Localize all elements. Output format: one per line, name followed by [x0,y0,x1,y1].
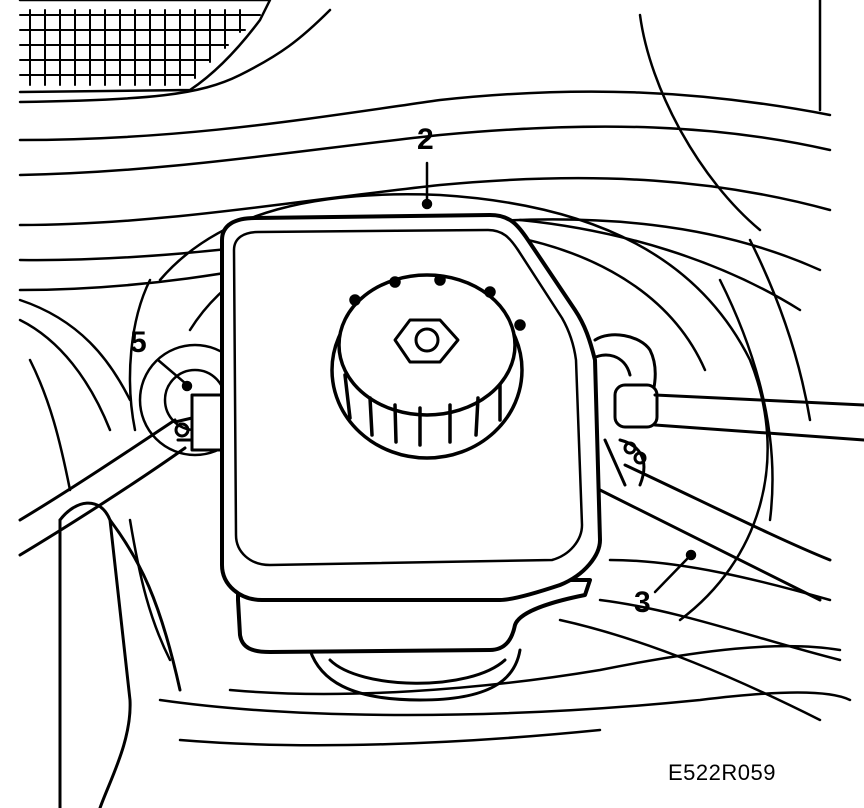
leader-5 [156,358,187,385]
leader-3-dot [685,549,697,561]
leader-2-dot [421,198,433,210]
callout-label-2: 2 [417,123,434,156]
grille [19,9,261,86]
figure-code: E522R059 [668,760,776,785]
callout-leaders [156,161,697,594]
warning-lamp-connector [173,393,224,452]
leader-5-dot [181,380,193,392]
reservoir-mount [308,648,522,702]
left-hose [18,418,187,808]
callout-label-5: 5 [130,326,147,359]
callout-label-3: 3 [634,586,651,619]
leader-3 [653,556,690,594]
filler-cap [330,273,526,460]
